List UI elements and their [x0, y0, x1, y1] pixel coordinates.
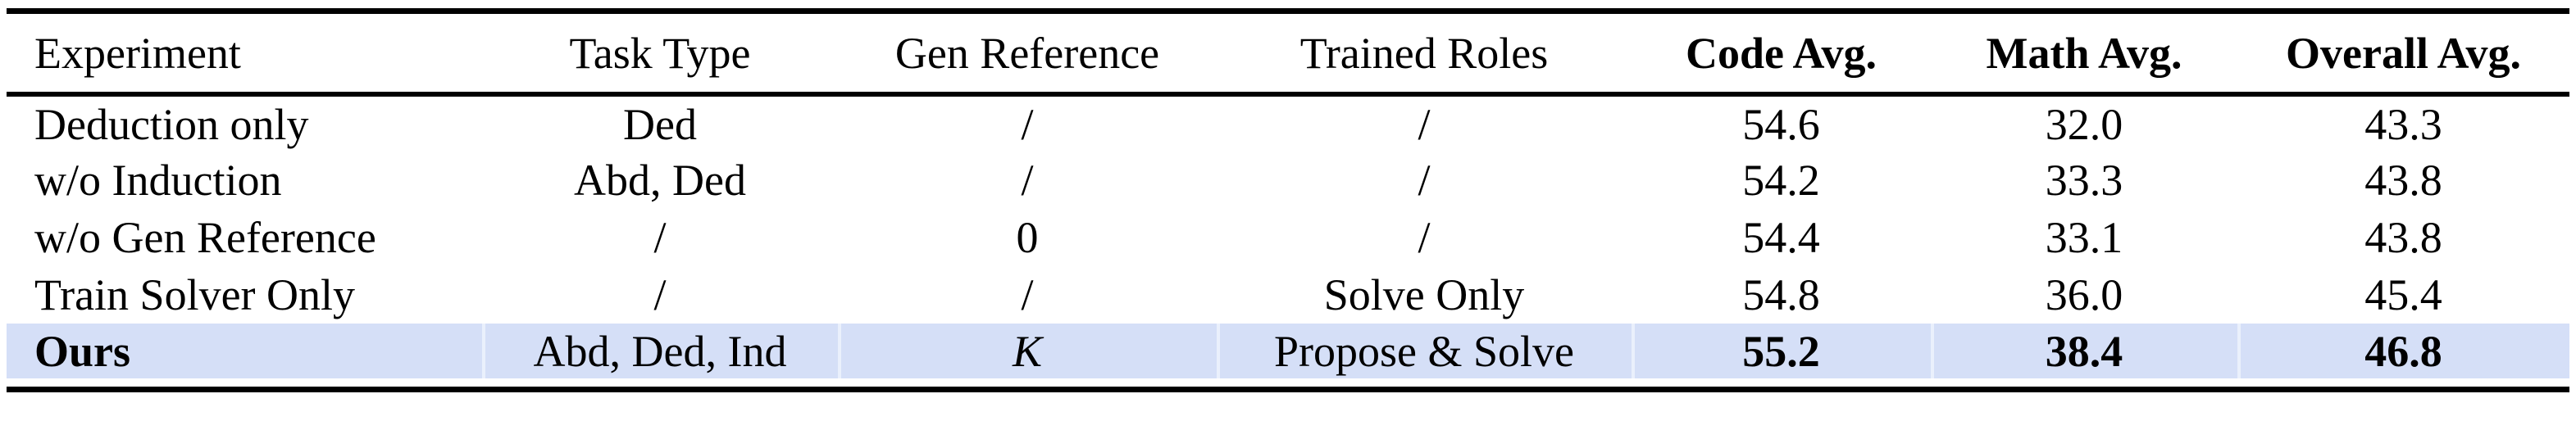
table-cell: / [1418, 99, 1431, 149]
table-cell: 38.4 [1931, 324, 2237, 378]
table-cell: Train Solver Only [34, 270, 356, 319]
table-row: Deduction only Ded / / 54.6 32.0 43.3 [7, 94, 2569, 152]
table-row: w/o Induction Abd, Ded / / 54.2 33.3 43.8 [7, 152, 2569, 209]
column-header-math-avg: Math Avg. [1931, 14, 2237, 97]
table-row: Train Solver Only / / Solve Only 54.8 36.0 45.… [7, 266, 2569, 324]
table-cell: K [838, 324, 1217, 378]
table-cell: 54.2 [1742, 156, 1820, 205]
bottom-rule [7, 387, 2569, 392]
table-cell: / [653, 213, 667, 262]
table-row: w/o Gen Reference / 0 / 54.4 33.1 43.8 [7, 209, 2569, 266]
table-cell: / [1418, 156, 1431, 205]
table-cell: Propose & Solve [1217, 324, 1632, 378]
table-cell: 36.0 [2045, 270, 2123, 319]
table-cell: Abd, Ded, Ind [482, 324, 838, 378]
highlight-bottom-gap [7, 378, 2569, 387]
column-header-experiment: Experiment [7, 14, 482, 97]
table-cell: 43.8 [2364, 156, 2442, 205]
table-cell: 0 [1016, 213, 1039, 262]
column-header-task-type: Task Type [482, 14, 838, 97]
table-cell: 54.8 [1742, 270, 1820, 319]
column-header-trained-roles: Trained Roles [1217, 14, 1632, 97]
table-cell: w/o Gen Reference [34, 213, 376, 262]
table-cell: 54.4 [1742, 213, 1820, 262]
table-cell: 43.3 [2364, 99, 2442, 149]
table-cell: w/o Induction [34, 156, 282, 205]
table-cell: 32.0 [2045, 99, 2123, 149]
table-cell: Solve Only [1323, 270, 1525, 319]
table-cell: 33.3 [2045, 156, 2123, 205]
table-cell: 54.6 [1742, 99, 1820, 149]
table-cell: / [1418, 213, 1431, 262]
table-cell: 33.1 [2045, 213, 2123, 262]
column-header-gen-reference: Gen Reference [838, 14, 1217, 97]
table-cell: / [1021, 270, 1034, 319]
table-cell: Deduction only [34, 99, 309, 149]
table-cell: Ded [623, 99, 697, 149]
column-header-overall-avg: Overall Avg. [2237, 14, 2569, 97]
table-cell: 46.8 [2237, 324, 2569, 378]
table-cell: 45.4 [2364, 270, 2442, 319]
table-cell: Ours [7, 324, 482, 378]
table-cell: / [1021, 99, 1034, 149]
table-cell: 55.2 [1632, 324, 1931, 378]
table-cell: / [653, 270, 667, 319]
table-cell: Abd, Ded [574, 156, 746, 205]
top-rule [7, 8, 2569, 14]
table-cell: 43.8 [2364, 213, 2442, 262]
column-header-code-avg: Code Avg. [1632, 14, 1931, 97]
table-cell: / [1021, 156, 1034, 205]
